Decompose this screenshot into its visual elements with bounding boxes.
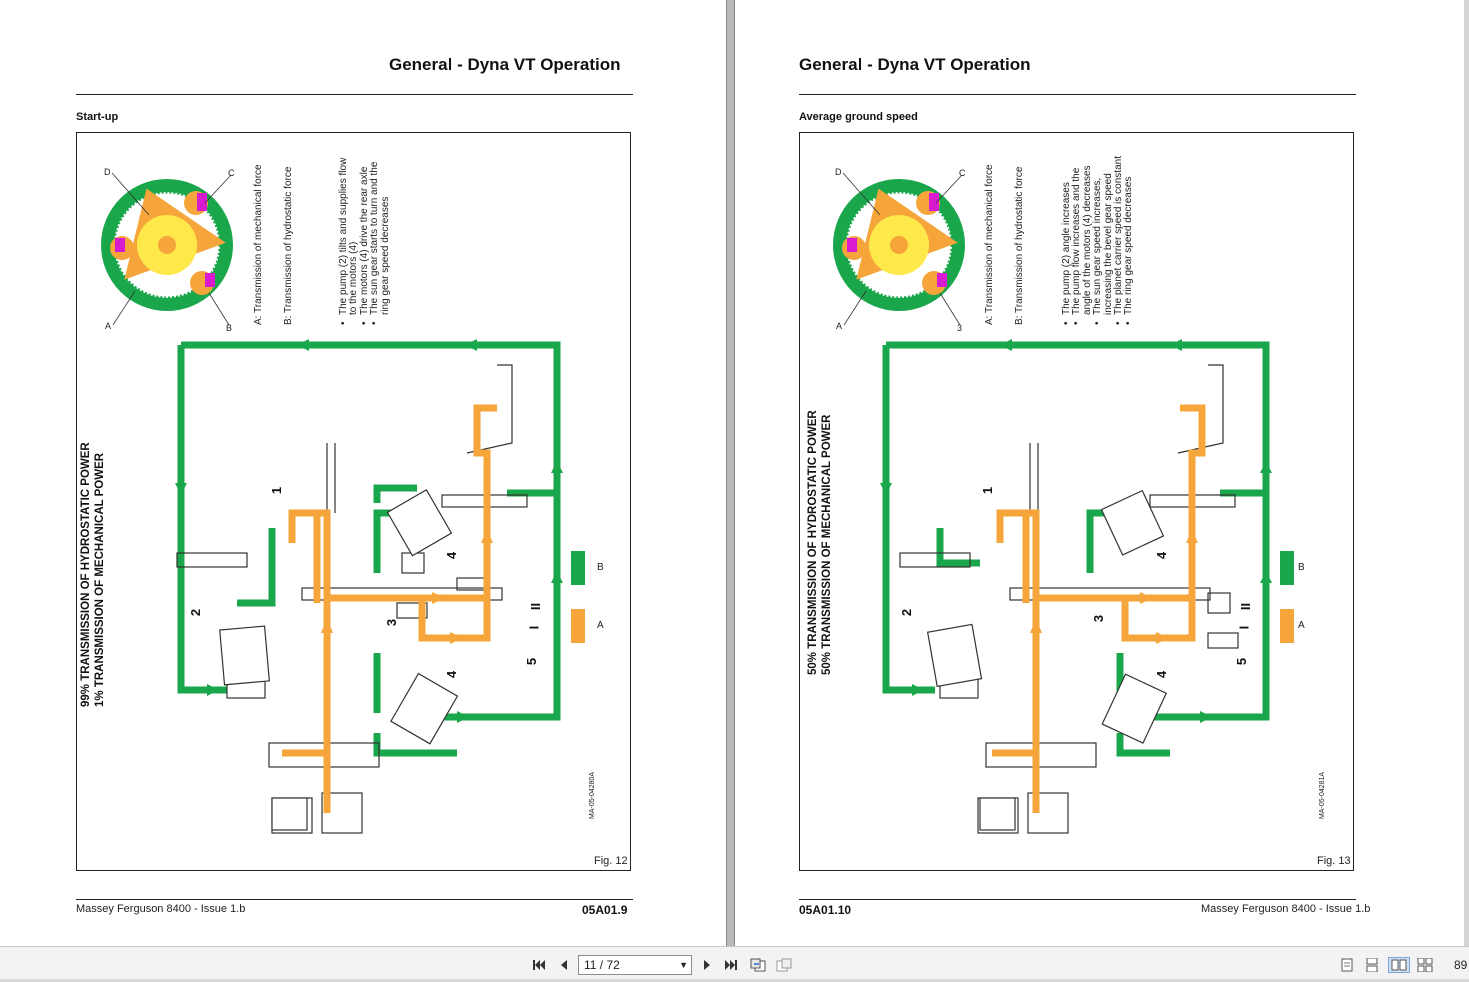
header-rule	[799, 94, 1356, 95]
power-line-2: 50% TRANSMISSION OF MECHANICAL POWER	[821, 414, 833, 675]
footer-page-number: 05A01.9	[582, 903, 628, 917]
mechanical-path	[282, 404, 497, 813]
bullet-3: The sun gear starts to turn and the ring…	[369, 150, 391, 325]
key-swatch-b	[571, 551, 585, 585]
page-number-select[interactable]: 11 / 72 ▼	[578, 955, 692, 975]
gear-label-a: A	[836, 321, 843, 331]
diagram-ref: MA-05-04281A	[1319, 771, 1326, 819]
key-label-b: B	[597, 562, 604, 573]
zoom-level[interactable]: 89	[1454, 958, 1468, 972]
gear-label-d: D	[835, 167, 842, 177]
gear-label-d: D	[104, 167, 111, 177]
key-swatch-a	[1280, 609, 1294, 643]
footer-rule	[799, 899, 1356, 900]
chevron-down-icon: ▼	[679, 960, 688, 970]
page-gutter	[726, 0, 735, 946]
last-page-icon[interactable]	[722, 957, 740, 973]
two-page-icon[interactable]	[1388, 957, 1410, 973]
transmission-diagram	[101, 172, 585, 834]
label-4a: 4	[1154, 551, 1170, 560]
page-left: Generaǀ - Dyna VT Operation Start-up	[0, 0, 726, 946]
page-header: Generaǀ - Dyna VT Operation	[799, 55, 1031, 74]
bullet-5: The ring gear speed decreases	[1123, 145, 1134, 325]
vertical-scrollbar[interactable]	[1464, 0, 1469, 946]
gear-label-c: C	[228, 168, 235, 178]
key-label-b: B	[1298, 562, 1305, 573]
gear-label-b: 3	[957, 323, 963, 333]
viewer-toolbar: 11 / 72 ▼ 89	[0, 946, 1469, 982]
label-4b: 4	[444, 670, 460, 679]
key-swatch-a	[571, 609, 585, 643]
hydrostatic-circuit	[882, 341, 1270, 757]
footer-page-number: 05A01.10	[799, 903, 852, 917]
transmission-diagram	[833, 172, 1294, 834]
continuous-icon[interactable]	[1363, 957, 1381, 973]
page-right: Generaǀ - Dyna VT Operation Average grou…	[735, 0, 1464, 946]
key-label-a: A	[1298, 620, 1305, 631]
document-viewport[interactable]: Generaǀ - Dyna VT Operation Start-up	[0, 0, 1469, 946]
gear-label-c: C	[959, 168, 966, 178]
next-page-icon[interactable]	[698, 957, 716, 973]
mechanical-path	[992, 404, 1206, 813]
go-forward-icon[interactable]	[775, 957, 793, 973]
flow-arrows	[175, 339, 563, 723]
go-back-icon[interactable]	[749, 957, 767, 973]
first-page-icon[interactable]	[530, 957, 548, 973]
footer-left: Massey Ferguson 8400 - Issue 1.b	[76, 903, 246, 915]
power-line-2: 1% TRANSMISSION OF MECHANICAL POWER	[94, 452, 106, 707]
page-number-value: 11 / 72	[584, 958, 620, 972]
hydraulic-units	[219, 489, 459, 831]
power-line-1: 50% TRANSMISSION OF HYDROSTATIC POWER	[807, 410, 819, 675]
key-label-a: A	[597, 620, 604, 631]
two-page-continuous-icon[interactable]	[1416, 957, 1434, 973]
label-4a: 4	[444, 551, 460, 560]
label-4b: 4	[1154, 670, 1170, 679]
footer-rule	[76, 899, 633, 900]
label-i: I	[1236, 625, 1252, 630]
label-i: I	[526, 625, 542, 630]
bullet-list: The pump (2) angle increases The pump fl…	[1061, 145, 1135, 325]
key-swatch-b	[1280, 551, 1294, 585]
gear-label-a: A	[105, 321, 112, 331]
label-1: 1	[269, 486, 285, 495]
status-strip	[0, 979, 1469, 982]
label-3: 3	[384, 618, 400, 627]
figure-frame: D C A 3 A: Transmission of mechanical fo…	[799, 132, 1354, 871]
bullet-3: The sun gear speed increases, increasing…	[1092, 145, 1114, 325]
bullet-2: The pump flow increases and the angle of…	[1071, 145, 1093, 325]
footer-left: Massey Ferguson 8400 - Issue 1.b	[1201, 903, 1371, 915]
legend-a: A: Transmission of mechanical force	[253, 164, 264, 325]
bullet-1: The pump (2) tilts and supplies flow to …	[338, 150, 360, 325]
label-2: 2	[899, 608, 915, 617]
label-3: 3	[1091, 614, 1107, 623]
prev-page-icon[interactable]	[555, 957, 573, 973]
single-page-icon[interactable]	[1338, 957, 1356, 973]
legend-b: B: Transmission of hydrostatic force	[283, 166, 294, 325]
page-header: Generaǀ - Dyna VT Operation	[389, 55, 621, 74]
section-title: Start-up	[76, 111, 119, 123]
bullet-list: The pump (2) tilts and supplies flow to …	[338, 150, 391, 325]
header-rule	[76, 94, 633, 95]
machine-outline	[176, 364, 528, 834]
figure-frame: D C A B A: Transmission of mechanical fo…	[76, 132, 631, 871]
label-ii: II	[1238, 602, 1254, 611]
figure-caption: Fig. 13	[1317, 855, 1351, 867]
power-line-1: 99% TRANSMISSION OF HYDROSTATIC POWER	[80, 442, 92, 707]
label-ii: II	[528, 602, 544, 611]
label-5: 5	[1234, 657, 1250, 666]
label-2: 2	[188, 608, 204, 617]
label-1: 1	[980, 486, 996, 495]
hydrostatic-circuit	[177, 341, 561, 757]
legend-b: B: Transmission of hydrostatic force	[1014, 166, 1025, 325]
diagram-ref: MA-05-04280A	[589, 771, 596, 819]
label-5: 5	[524, 657, 540, 666]
figure-caption: Fig. 12	[594, 855, 628, 867]
gear-label-b: B	[226, 323, 233, 333]
contact-marker	[197, 193, 207, 211]
legend-a: A: Transmission of mechanical force	[984, 164, 995, 325]
section-title: Average ground speed	[799, 111, 918, 123]
